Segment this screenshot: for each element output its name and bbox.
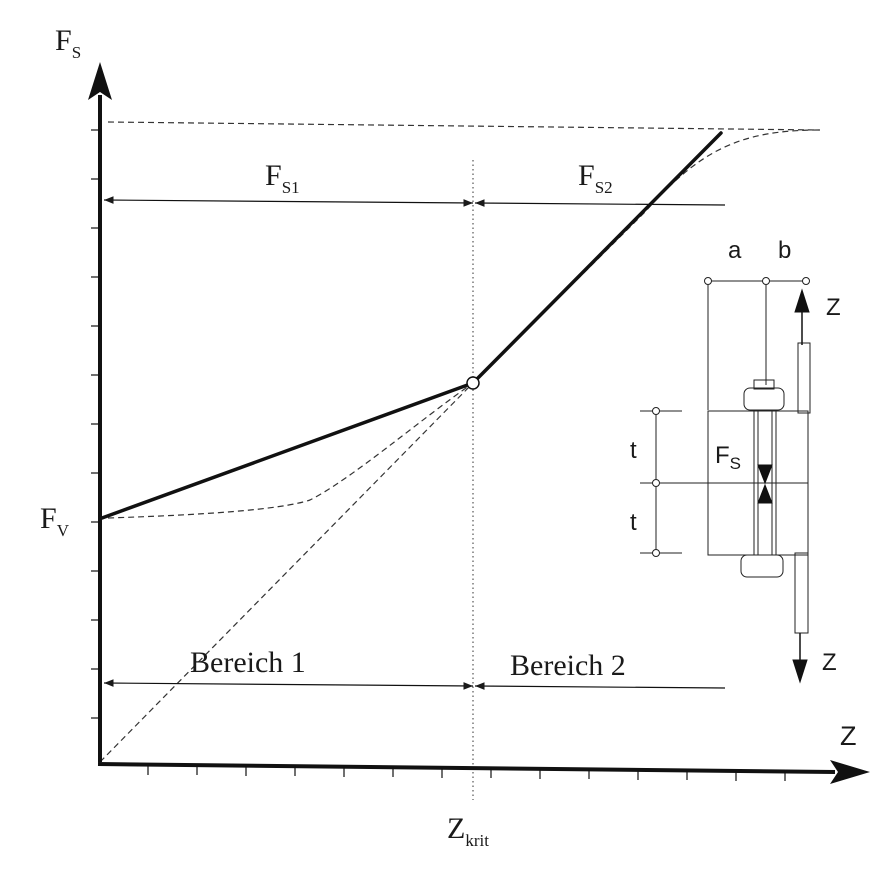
inset-label-z-bottom: Z [822, 649, 837, 676]
fs1-dimension-line [103, 196, 474, 207]
bolt-head-top [753, 379, 775, 390]
inset-label-b: b [778, 237, 791, 264]
origin-diagonal-line [99, 382, 474, 763]
bolt-shank [753, 409, 777, 556]
bereich2-label: Bereich 2 [510, 649, 626, 682]
inset-arrows [757, 288, 810, 684]
y-axis-ticks [91, 129, 100, 719]
upper-load-strap [797, 342, 811, 414]
y-axis-arrowhead [88, 62, 112, 100]
inset-label-fs: FS [715, 442, 741, 473]
zkrit-point [466, 376, 480, 390]
bolt-head [743, 387, 785, 411]
bolted-joint-inset [640, 277, 811, 634]
fs1-label: FS1 [265, 159, 300, 197]
bereich1-dimension-line [103, 679, 474, 690]
x-axis-label: Z [840, 721, 857, 751]
nut [740, 554, 784, 578]
top-asymptote-line [107, 121, 821, 131]
inset-label-t-upper: t [630, 437, 637, 464]
lower-load-strap [794, 552, 809, 634]
bereich1-label: Bereich 1 [190, 646, 306, 679]
bereich2-line [471, 131, 723, 385]
zkrit-label: Zkrit [447, 812, 489, 850]
inset-label-z-top: Z [826, 294, 841, 321]
smooth-transition-curve [107, 129, 821, 519]
x-axis-arrowhead [830, 760, 870, 784]
bereich2-dimension-line [474, 682, 726, 690]
fs2-label: FS2 [578, 159, 613, 197]
y-axis [88, 62, 112, 762]
x-axis-ticks [147, 765, 786, 781]
fs-dimension-arrows [103, 196, 726, 207]
fs-compression-arrow-down-icon [757, 464, 773, 485]
z-top-arrow-icon [794, 288, 810, 313]
y-axis-label: FS [55, 24, 81, 62]
inset-label-t-lower: t [630, 509, 637, 536]
x-axis [97, 760, 870, 784]
inset-label-a: a [728, 237, 742, 264]
bereich1-line [100, 381, 475, 520]
fs2-dimension-line [474, 199, 726, 207]
fv-label: FV [40, 502, 70, 540]
force-characteristic [100, 131, 723, 520]
bereich-dimension-arrows [103, 679, 726, 690]
fs-compression-arrow-up-icon [757, 483, 773, 504]
dashed-reference-lines [99, 121, 821, 763]
z-bottom-arrow-icon [792, 659, 808, 684]
